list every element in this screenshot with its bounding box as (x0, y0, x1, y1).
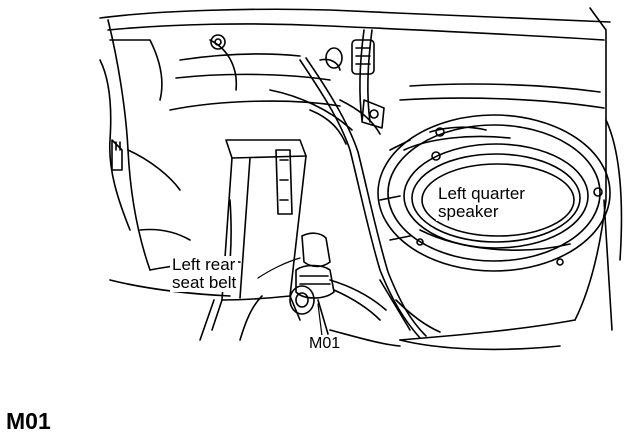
speaker-callout: Left quarter speaker (436, 185, 527, 221)
speaker-callout-line-1: Left quarter (438, 184, 525, 203)
connector-m01 (289, 232, 387, 335)
seat-belt-callout: Left rear seat belt (170, 255, 239, 292)
speaker-callout-line-2: speaker (438, 202, 499, 221)
seat-belt-retractor (211, 139, 307, 331)
seat-belt-callout-line-2: seat belt (172, 273, 237, 292)
left-pillar-trim (99, 19, 241, 271)
inner-trim-panel (169, 34, 343, 111)
body-panel-outline (99, 7, 623, 341)
seat-belt-callout-line-1: Left rear (172, 255, 236, 274)
wiring-harness (269, 29, 441, 339)
connector-callout: M01 (307, 335, 343, 353)
leader-lines (257, 257, 323, 337)
upper-connector (351, 39, 385, 129)
speaker-assembly (377, 114, 611, 272)
figure-caption: M01 (6, 408, 51, 434)
